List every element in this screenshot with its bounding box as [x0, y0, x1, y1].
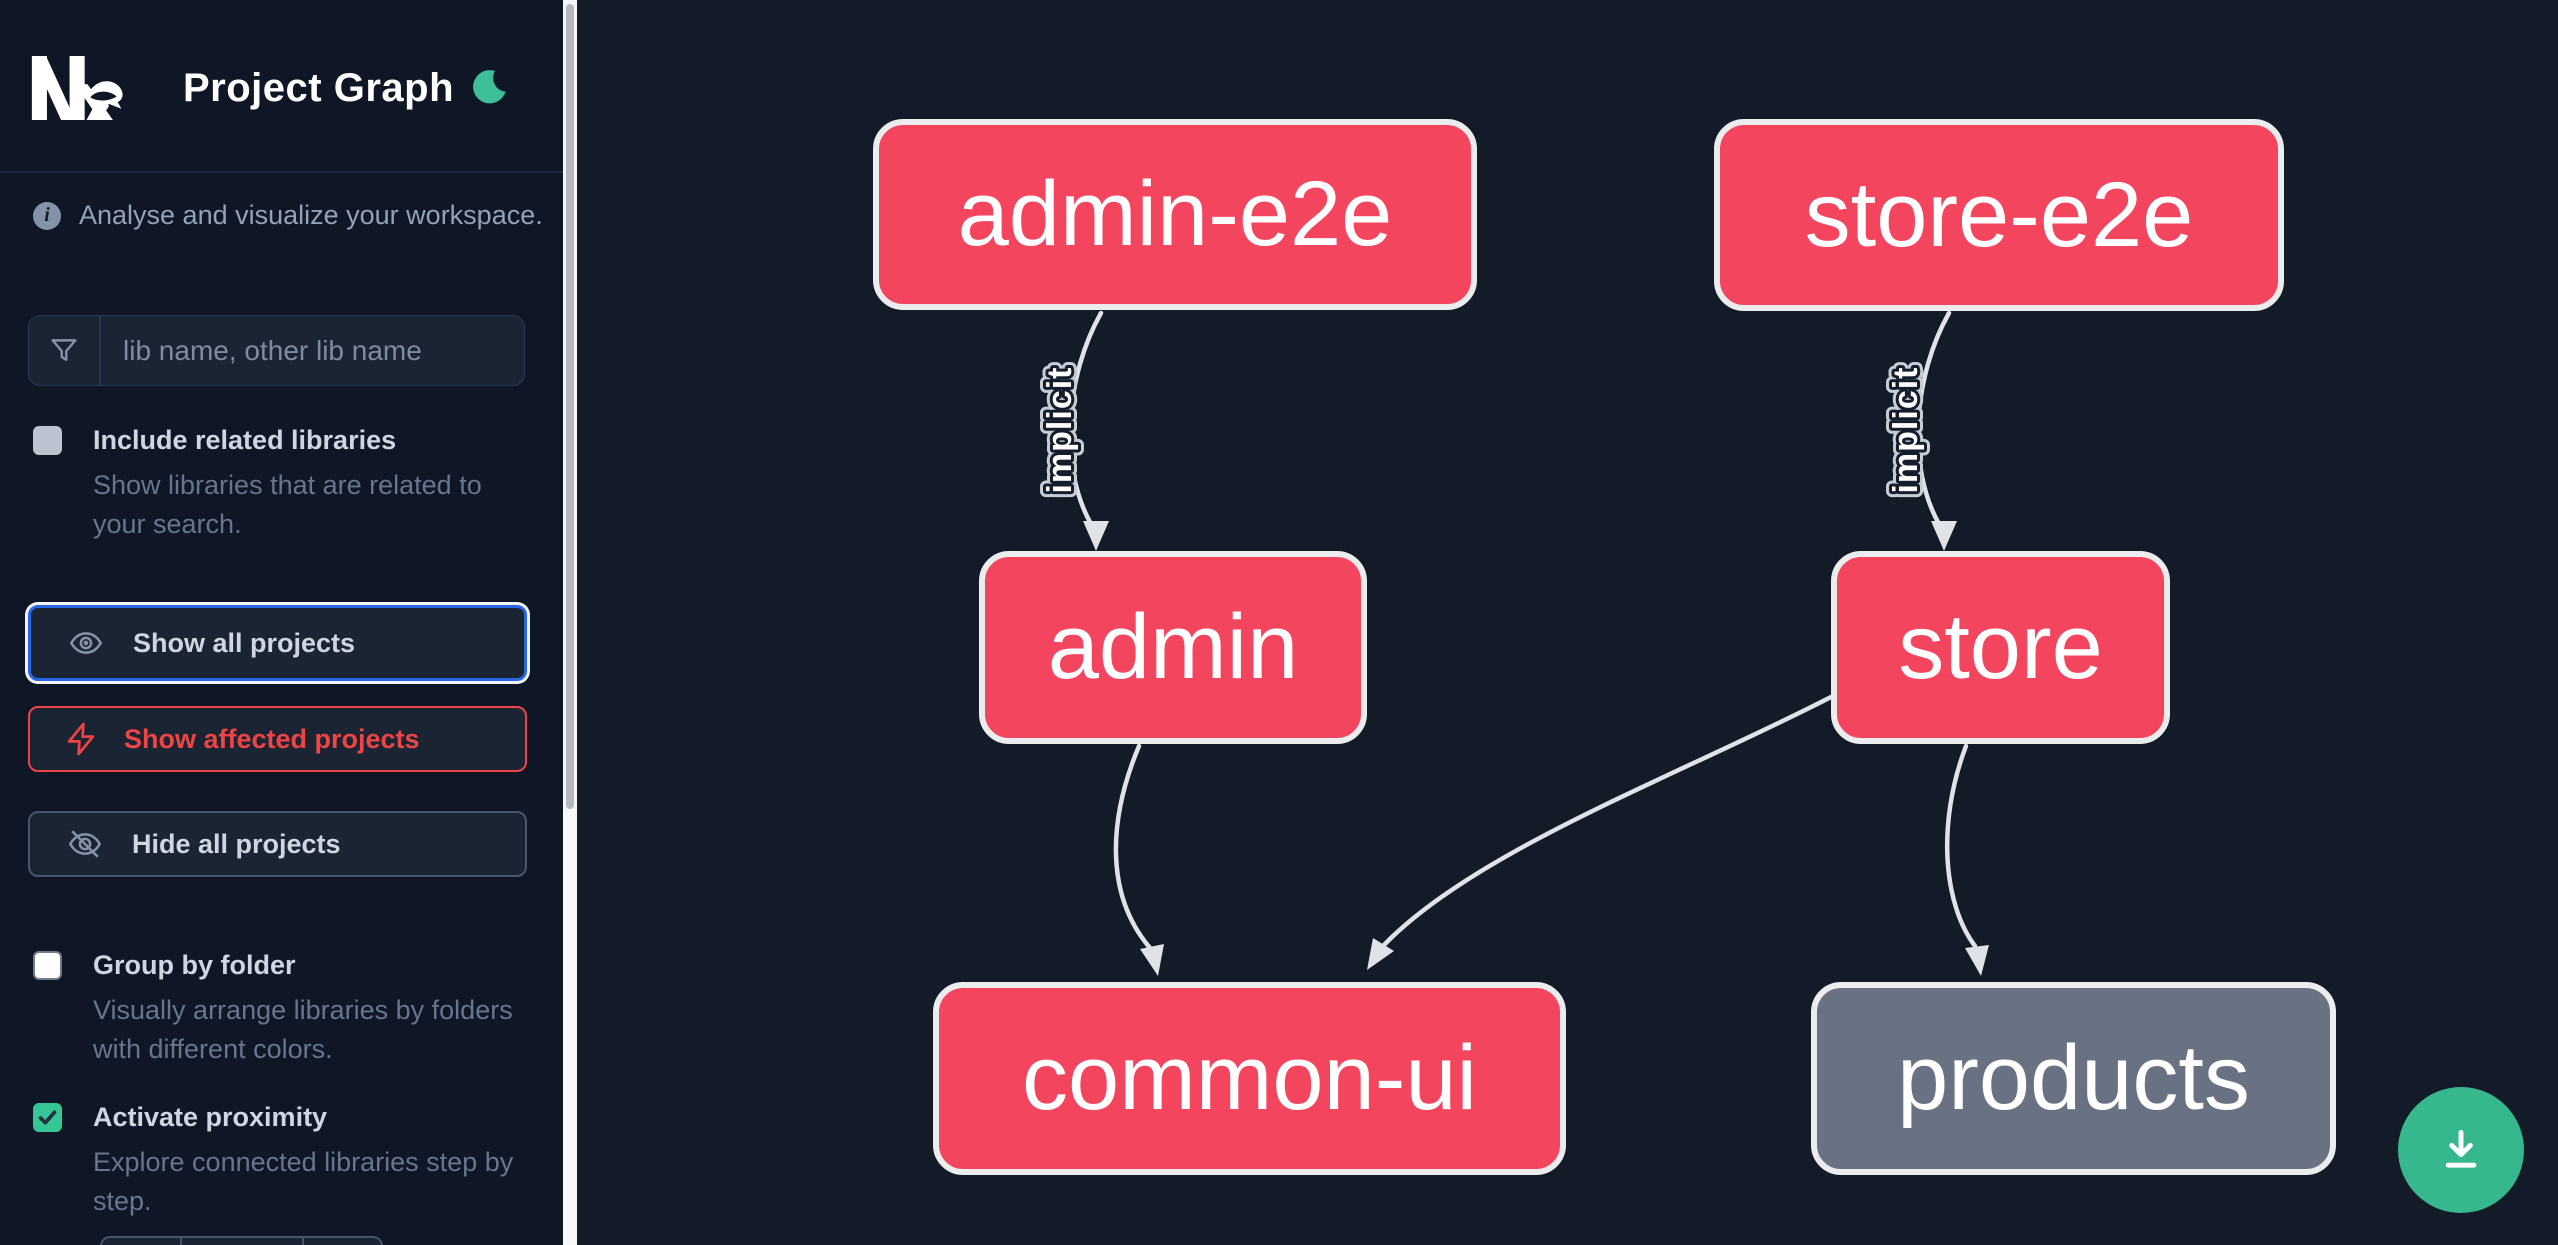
workspace-info: i Analyse and visualize your workspace. [33, 200, 543, 231]
node-label: products [1897, 1027, 2250, 1129]
svg-text:implicit: implicit [1887, 366, 1925, 493]
eye-icon [69, 632, 103, 654]
option-include-related-libraries: Include related libraries Show libraries… [33, 424, 533, 544]
option-group-by-folder: Group by folder Visually arrange librari… [33, 949, 533, 1069]
search-box [28, 315, 525, 386]
option-description: Explore connected libraries step by step… [93, 1147, 514, 1216]
info-icon: i [33, 201, 61, 230]
svg-text:implicit: implicit [1041, 366, 1079, 493]
sidebar: Project Graph i Analyse and visualize yo… [0, 0, 563, 1245]
node-label: store [1898, 596, 2103, 698]
download-image-button[interactable] [2398, 1087, 2524, 1213]
button-label: Show all projects [133, 627, 356, 658]
download-icon [2445, 1130, 2477, 1168]
option-label: Include related libraries [93, 425, 397, 455]
moon-icon [473, 69, 506, 103]
proximity-depth-stepper[interactable] [100, 1236, 383, 1245]
edge-admin-to-common-ui [1113, 743, 1164, 976]
show-affected-projects-button[interactable]: Show affected projects [28, 706, 527, 772]
button-label: Show affected projects [124, 723, 420, 754]
edge-store-e2e-to-store: implicit implicit implicit [1881, 310, 1957, 551]
option-label: Activate proximity [93, 1102, 328, 1132]
edge-admin-e2e-to-admin: implicit implicit implicit [1035, 310, 1109, 551]
check-icon [38, 1110, 57, 1125]
svg-text:implicit: implicit [1041, 366, 1079, 493]
graph-node-admin[interactable]: admin [979, 551, 1367, 744]
edge-store-to-common-ui [1367, 693, 1836, 970]
graph-node-store-e2e[interactable]: store-e2e [1714, 119, 2284, 311]
option-label: Group by folder [93, 950, 296, 980]
graph-node-store[interactable]: store [1831, 551, 2170, 744]
edge-store-to-products [1945, 743, 1989, 976]
graph-node-common-ui[interactable]: common-ui [933, 982, 1566, 1175]
option-description: Visually arrange libraries by folders wi… [93, 995, 513, 1064]
node-label: common-ui [1021, 1027, 1477, 1129]
graph-node-products[interactable]: products [1811, 982, 2336, 1175]
theme-toggle-button[interactable] [466, 63, 514, 111]
include-related-checkbox[interactable] [33, 426, 62, 455]
nx-logo-icon [31, 55, 123, 121]
node-label: admin-e2e [957, 163, 1393, 265]
activate-proximity-checkbox[interactable] [33, 1103, 62, 1132]
show-all-projects-button[interactable]: Show all projects [28, 605, 527, 681]
page-title: Project Graph [183, 66, 455, 110]
bolt-icon [67, 722, 95, 756]
graph-node-admin-e2e[interactable]: admin-e2e [873, 119, 1477, 310]
option-activate-proximity: Activate proximity Explore connected lib… [33, 1101, 533, 1221]
search-input[interactable] [101, 316, 524, 385]
info-text: Analyse and visualize your workspace. [79, 200, 543, 230]
graph-edges-layer: implicit implicit implicit implicit impl… [1035, 310, 1989, 976]
sidebar-scrollbar-thumb[interactable] [566, 4, 574, 809]
group-by-folder-checkbox[interactable] [33, 951, 62, 980]
option-description: Show libraries that are related to your … [93, 470, 482, 539]
filter-funnel-icon [29, 316, 101, 385]
edge-label: implicit [1041, 366, 1079, 493]
graph-canvas[interactable]: implicit implicit implicit implicit impl… [577, 0, 2558, 1245]
eye-off-icon [68, 830, 102, 858]
sidebar-header: Project Graph [0, 0, 563, 173]
button-label: Hide all projects [132, 828, 341, 859]
hide-all-projects-button[interactable]: Hide all projects [28, 811, 527, 877]
edge-label: implicit [1887, 366, 1925, 493]
svg-text:implicit: implicit [1887, 366, 1925, 493]
node-label: admin [1047, 596, 1299, 698]
node-label: store-e2e [1804, 163, 2194, 266]
